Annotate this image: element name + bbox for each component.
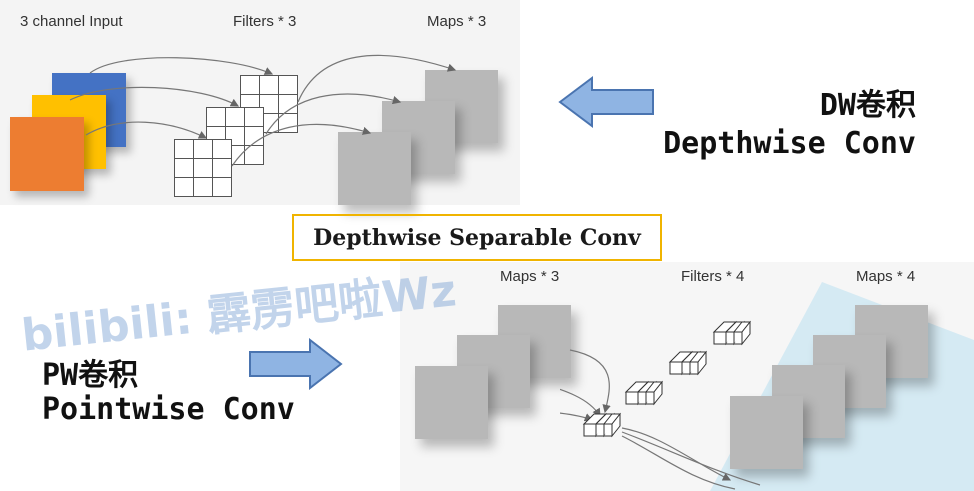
input-channel-orange bbox=[10, 117, 84, 191]
caption-3-channel-input: 3 channel Input bbox=[20, 13, 123, 30]
depthwise-map-3 bbox=[338, 132, 411, 205]
left-arrow-icon bbox=[558, 76, 654, 128]
caption-filters-3: Filters * 3 bbox=[233, 13, 297, 30]
caption-maps-3-bottom: Maps * 3 bbox=[500, 268, 560, 285]
depthwise-filter-1 bbox=[240, 75, 298, 133]
dw-label-chinese: DW卷积 bbox=[819, 88, 916, 123]
caption-maps-4: Maps * 4 bbox=[856, 268, 916, 285]
depthwise-filter-3 bbox=[174, 139, 232, 197]
caption-filters-4: Filters * 4 bbox=[681, 268, 745, 285]
right-arrow-icon bbox=[249, 338, 343, 390]
figure-title: Depthwise Separable Conv bbox=[313, 224, 641, 251]
bilibili-watermark: bilibili: 霹雳吧啦Wz bbox=[19, 265, 459, 362]
pointwise-output-map-4 bbox=[730, 396, 803, 469]
pointwise-filters bbox=[560, 321, 761, 490]
caption-maps-3: Maps * 3 bbox=[427, 13, 487, 30]
dw-label-english: Depthwise Conv bbox=[663, 126, 916, 161]
pw-label-english: Pointwise Conv bbox=[42, 392, 295, 427]
pw-label-chinese: PW卷积 bbox=[42, 358, 139, 393]
depthwise-connections bbox=[69, 54, 457, 167]
pointwise-input-map-3 bbox=[415, 366, 488, 439]
title-box: Depthwise Separable Conv bbox=[292, 214, 662, 261]
